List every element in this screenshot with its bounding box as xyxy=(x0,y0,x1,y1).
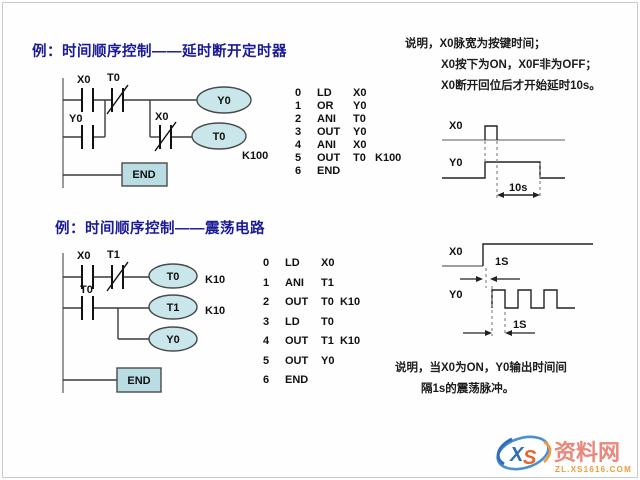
coil-t0-constant: K10 xyxy=(205,274,225,286)
contact-t0 xyxy=(81,296,94,320)
timing2-signal2-label: Y0 xyxy=(449,289,462,301)
logo-site-name: 资料网 xyxy=(554,440,620,465)
xs-logo-icon xyxy=(496,435,552,471)
x0-step xyxy=(482,243,593,266)
contact-y0-label: Y0 xyxy=(69,113,82,125)
coil-t0 xyxy=(148,263,198,289)
contact-x0 xyxy=(81,88,94,112)
x0-pulse xyxy=(484,125,498,140)
timing1-signal2-label: Y0 xyxy=(449,157,462,169)
coil-t0 xyxy=(191,122,247,150)
site-watermark: X S 资料网 ZL.XS1616.COM xyxy=(496,435,632,474)
interval-top-label: 1S xyxy=(495,256,508,268)
coil-y0 xyxy=(148,326,198,352)
y0-waveform xyxy=(442,161,565,179)
note-2-line2: 隔1s的震荡脉冲。 xyxy=(421,383,515,395)
coil-t0-label: T0 xyxy=(213,131,226,143)
ladder-diagram-1: X0 T0 Y0 X0 Y0 T0 K100 END xyxy=(62,72,268,188)
logo-site-url: ZL.XS1616.COM xyxy=(555,465,632,474)
note-2-line1: 说明，当X0为ON，Y0输出时间间 xyxy=(395,362,567,374)
wires xyxy=(63,276,150,381)
timing1-signal1-label: X0 xyxy=(449,120,462,132)
coil-y0-label: Y0 xyxy=(217,95,230,107)
coil-y0-label: Y0 xyxy=(166,334,179,346)
contact-x0-label: X0 xyxy=(77,250,90,262)
coil-t0-constant: K100 xyxy=(242,150,268,162)
coil-t1-label: T1 xyxy=(167,302,180,314)
dashed-guides xyxy=(491,286,506,336)
interval-bottom-arrow-icon xyxy=(463,330,535,336)
ladder-diagram-2: X0 T1 T0 T0 K10 T1 K10 Y0 END xyxy=(62,249,225,393)
note-2: 说明，当X0为ON，Y0输出时间间 隔1s的震荡脉冲。 xyxy=(395,358,567,400)
contact-x0-nc xyxy=(154,121,177,152)
delay-value-label: 10s xyxy=(509,182,527,194)
coil-t1 xyxy=(148,294,198,320)
note-1: 说明，X0脉宽为按键时间； X0按下为ON，X0F非为OFF； X0断开回位后才… xyxy=(405,34,601,97)
contact-x0 xyxy=(81,265,94,289)
timing2-signal1-label: X0 xyxy=(449,246,462,258)
timing-diagram-1: X0 Y0 10s xyxy=(442,120,565,198)
delay-arrow-icon xyxy=(497,192,540,198)
contact-y0 xyxy=(81,125,94,149)
coil-t0-label: T0 xyxy=(167,271,180,283)
end-box-label: END xyxy=(132,169,155,181)
rung1-wires xyxy=(63,99,197,176)
note-1-line2: X0按下为ON，X0F非为OFF； xyxy=(441,59,597,71)
interval-top-arrow-icon xyxy=(460,276,520,282)
interval-bottom-label: 1S xyxy=(513,319,526,331)
contact-t1-label: T1 xyxy=(107,249,120,261)
note-1-line1: 说明，X0脉宽为按键时间； xyxy=(405,38,546,50)
coil-y0 xyxy=(196,86,252,114)
section1-title: 例：时间顺序控制——延时断开定时器 xyxy=(32,44,287,60)
contact-t1-nc xyxy=(106,261,129,292)
timing-diagram-2: X0 1S Y0 1S xyxy=(442,243,593,336)
contact-x0b-label: X0 xyxy=(155,111,168,123)
contact-t0-label: T0 xyxy=(107,72,120,84)
end-box xyxy=(116,367,162,393)
contact-t0-nc xyxy=(106,84,129,115)
logo-monogram-s: S xyxy=(523,447,537,469)
coil-t1-constant: K10 xyxy=(205,305,225,317)
y0-square-wave xyxy=(491,289,575,309)
end-box-label: END xyxy=(127,375,150,387)
end-box xyxy=(121,162,168,187)
note-1-line3: X0断开回位后才开始延时10s。 xyxy=(441,80,601,92)
section2-title: 例：时间顺序控制——震荡电路 xyxy=(55,221,265,237)
contact-x0-label: X0 xyxy=(77,74,90,86)
logo-monogram-x: X xyxy=(509,444,525,466)
contact-t0-label: T0 xyxy=(80,284,93,296)
